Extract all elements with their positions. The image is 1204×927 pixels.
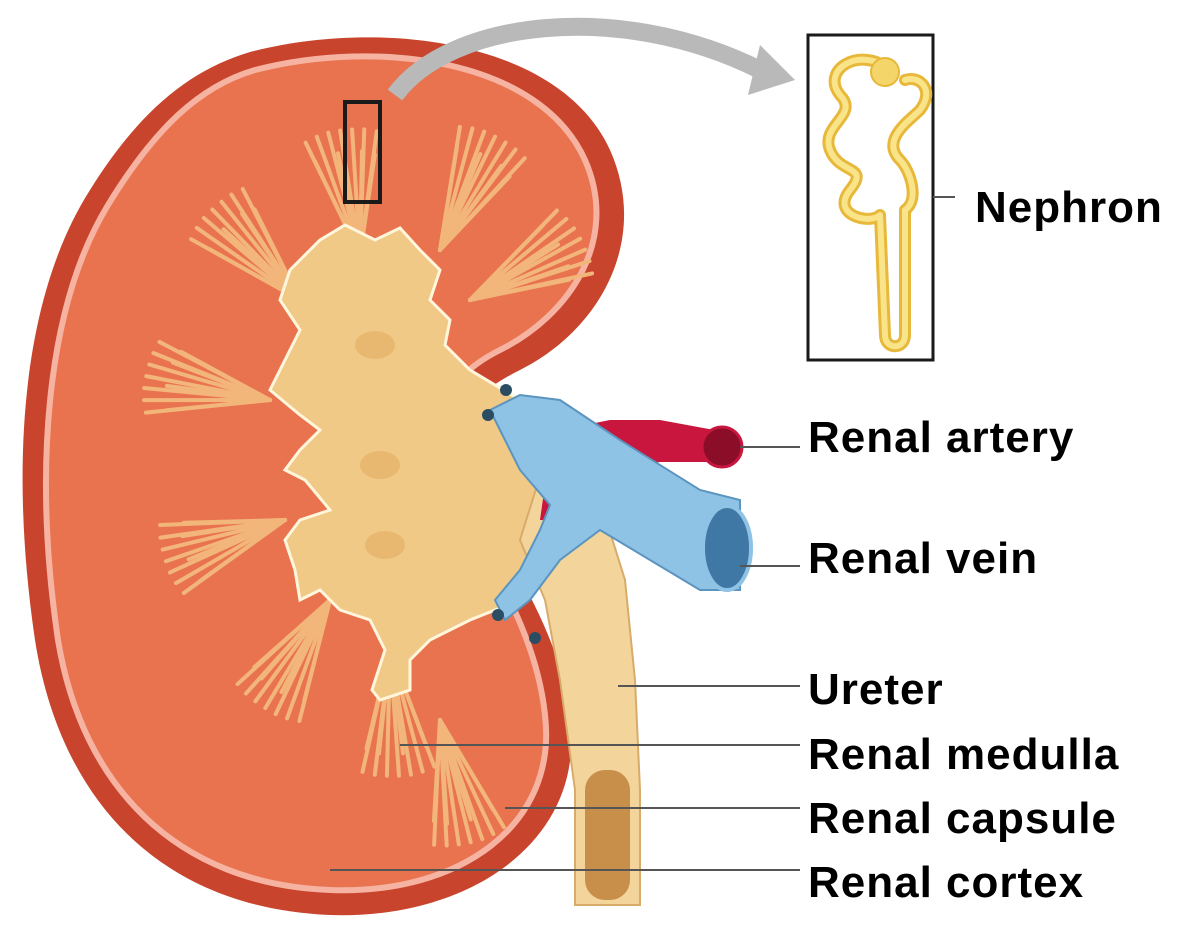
renal-artery-opening <box>702 427 742 467</box>
calyx-spot <box>365 531 405 559</box>
calyx-spot <box>355 331 395 359</box>
zoom-arrow-head <box>748 45 795 95</box>
label-renal-cortex: Renal cortex <box>808 861 1084 905</box>
label-renal-artery: Renal artery <box>808 416 1074 460</box>
vessel-end <box>482 409 494 421</box>
vessel-end <box>492 609 504 621</box>
label-renal-vein: Renal vein <box>808 537 1038 581</box>
vessel-end <box>500 384 512 396</box>
glomerulus <box>871 58 899 86</box>
vessel-end <box>529 632 541 644</box>
renal-vein-opening <box>703 506 751 590</box>
label-renal-capsule: Renal capsule <box>808 797 1117 841</box>
label-renal-medulla: Renal medulla <box>808 733 1119 777</box>
calyx-spot <box>360 451 400 479</box>
label-ureter: Ureter <box>808 668 944 712</box>
label-nephron: Nephron <box>975 186 1163 230</box>
ureter-cut <box>585 770 630 900</box>
